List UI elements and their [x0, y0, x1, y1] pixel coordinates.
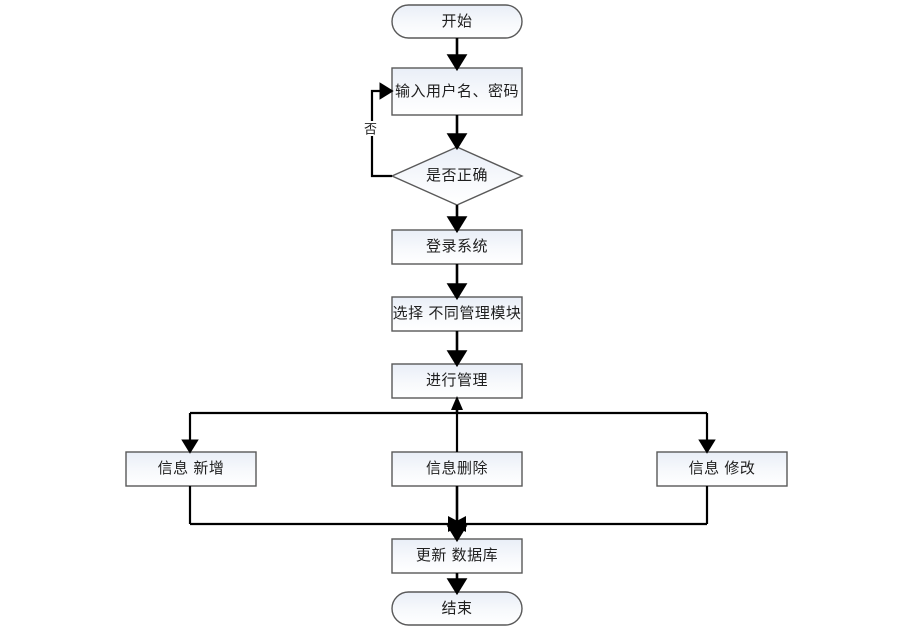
node-shape-info-delete: [391, 451, 523, 487]
arrowhead-right-at-merge: [448, 516, 463, 532]
node-shape-end: [391, 591, 523, 626]
node-shape-do-management: [391, 363, 523, 399]
node-shape-select-module: [391, 296, 523, 332]
node-shape-input-credentials: [391, 67, 523, 116]
node-shape-login-system: [391, 229, 523, 265]
node-shape-info-modify: [656, 451, 788, 487]
node-shape-update-database: [391, 538, 523, 574]
arrowhead-up-into-do-management: [451, 396, 463, 410]
node-shape-info-add: [125, 451, 257, 487]
node-shape-start: [391, 4, 523, 39]
edge-label-no-branch: 否: [362, 121, 377, 136]
node-shape-decision-correct: [390, 146, 524, 206]
